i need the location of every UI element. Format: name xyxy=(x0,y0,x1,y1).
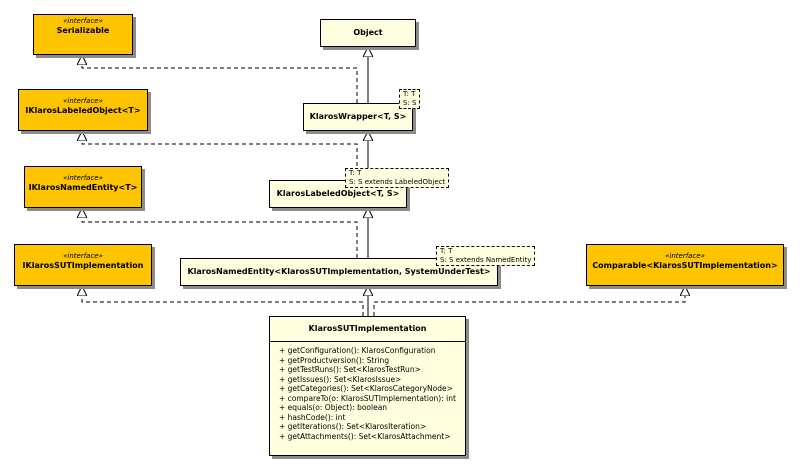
interface-serializable: «interface» Serializable xyxy=(33,14,133,55)
class-name: KlarosNamedEntity<KlarosSUTImplementatio… xyxy=(187,267,491,276)
stereotype-label: «interface» xyxy=(63,174,103,182)
interface-name: Serializable xyxy=(56,26,110,35)
realization-klaroslabeledobject-iklaroslabeledobject xyxy=(82,131,358,180)
stereotype-label: «interface» xyxy=(63,252,103,260)
class-klaros-wrapper: KlarosWrapper<T, S> xyxy=(303,103,413,131)
interface-name: IKlarosSUTImplementation xyxy=(22,261,144,270)
operation: + getAttachments(): Set<KlarosAttachment… xyxy=(279,431,451,441)
class-name: Object xyxy=(353,28,383,37)
operation: + compareTo(o: KlarosSUTImplementation):… xyxy=(279,393,456,403)
type-param: S: S extends NamedEntity xyxy=(440,256,532,264)
interface-iklaros-labeled-object: «interface» IKlarosLabeledObject<T> xyxy=(18,89,148,131)
interface-name: IKlarosLabeledObject<T> xyxy=(25,106,141,115)
type-param: T: T xyxy=(440,247,453,255)
class-klaros-sut-implementation: KlarosSUTImplementation + getConfigurati… xyxy=(269,316,466,456)
operation: + getIterations(): Set<KlarosIteration> xyxy=(279,422,427,431)
class-name: KlarosSUTImplementation xyxy=(270,317,465,342)
interface-name: IKlarosNamedEntity<T> xyxy=(28,183,138,192)
interface-comparable: «interface» Comparable<KlarosSUTImplemen… xyxy=(586,244,784,286)
class-object: Object xyxy=(320,19,416,47)
operation: + hashCode(): int xyxy=(279,412,346,422)
type-param: T: T xyxy=(349,169,362,177)
class-name: KlarosLabeledObject<T, S> xyxy=(276,189,400,198)
stereotype-label: «interface» xyxy=(665,252,705,260)
operation: + getTestRuns(): Set<KlarosTestRun> xyxy=(279,365,421,374)
realization-klarossutimplementation-iklarossutimplementation xyxy=(82,286,364,316)
stereotype-label: «interface» xyxy=(63,17,103,25)
stereotype-label: «interface» xyxy=(63,97,103,105)
type-param: S: S xyxy=(403,99,417,107)
realization-klaroswrapper-serializable xyxy=(82,55,358,103)
interface-name: Comparable<KlarosSUTImplementation> xyxy=(592,261,778,270)
operation: + equals(o: Object): boolean xyxy=(279,403,388,412)
type-parameters-klaros-wrapper: T: T S: S xyxy=(399,89,421,109)
type-param: S: S extends LabeledObject xyxy=(349,178,446,186)
operations-compartment: + getConfiguration(): KlarosConfiguratio… xyxy=(270,342,465,441)
operation: + getProductversion(): String xyxy=(279,355,390,365)
operation: + getConfiguration(): KlarosConfiguratio… xyxy=(279,346,436,355)
type-parameters-klaros-named-entity: T: T S: S extends NamedEntity xyxy=(436,246,536,266)
realization-klarossutimplementation-comparable xyxy=(373,286,685,316)
class-name: KlarosWrapper<T, S> xyxy=(309,112,407,121)
interface-iklaros-sut-implementation: «interface» IKlarosSUTImplementation xyxy=(14,244,152,286)
operation: + getCategories(): Set<KlarosCategoryNod… xyxy=(279,384,453,393)
type-parameters-klaros-labeled-object: T: T S: S extends LabeledObject xyxy=(345,168,450,188)
operation: + getIssues(): Set<KlarosIssue> xyxy=(279,374,402,384)
type-param: T: T xyxy=(403,90,416,98)
realization-klarosnamedentity-iklarosnamedentity xyxy=(82,208,358,258)
interface-iklaros-named-entity: «interface» IKlarosNamedEntity<T> xyxy=(24,166,142,208)
